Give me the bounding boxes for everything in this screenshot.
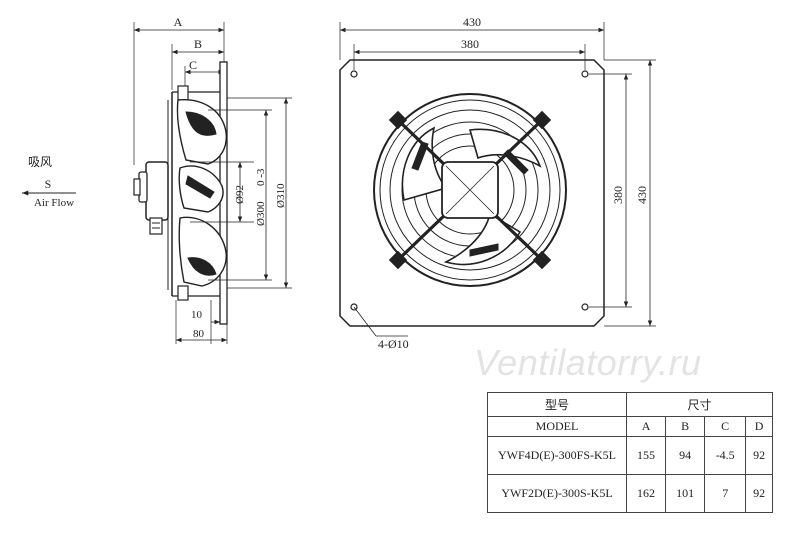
value-cell: 162 <box>625 474 667 513</box>
table-row: YWF2D(E)-300S-K5L 162 101 7 92 <box>487 474 773 513</box>
column-header-b: B <box>665 416 706 437</box>
size-header-cn: 尺寸 <box>626 392 773 417</box>
dim-d-label: Ø92 <box>234 185 246 204</box>
dim-height-outer-label: 430 <box>635 186 649 204</box>
model-cell: YWF2D(E)-300S-K5L <box>487 474 627 513</box>
column-header-a: A <box>625 416 667 437</box>
value-cell: 92 <box>745 436 773 475</box>
dim-a-label: A <box>174 15 183 29</box>
table-header-row: 型号 尺寸 <box>487 392 773 417</box>
model-header-en: MODEL <box>487 416 627 437</box>
side-view <box>22 22 292 344</box>
front-view-labels: 430 380 380 430 4-Ø10 <box>378 15 649 351</box>
front-view <box>339 22 656 337</box>
value-cell: 155 <box>625 436 667 475</box>
value-cell: 7 <box>704 474 747 513</box>
airflow-label-cn: 吸风 <box>28 155 52 169</box>
mounting-hole <box>581 70 589 78</box>
spec-table: 型号 尺寸 MODEL A B C D YWF4D(E)-300FS-K5L 1… <box>487 392 773 513</box>
dim-outer-label: Ø310 <box>275 183 287 208</box>
table-row: YWF4D(E)-300FS-K5L 155 94 -4.5 92 <box>487 436 773 475</box>
dim-b-label: B <box>194 37 202 51</box>
dim-bottom-10-label: 10 <box>191 309 203 321</box>
table-subheader-row: MODEL A B C D <box>487 416 773 437</box>
watermark-text: Ventilatorry.ru <box>474 342 702 383</box>
hole-note-label: 4-Ø10 <box>378 337 409 351</box>
value-cell: -4.5 <box>704 436 747 475</box>
dim-width-holes-label: 380 <box>461 37 479 51</box>
dim-width-outer-label: 430 <box>463 15 481 29</box>
dim-height-holes-label: 380 <box>611 186 625 204</box>
mounting-hole <box>350 303 358 311</box>
dim-c-label: C <box>189 58 197 72</box>
mounting-hole <box>581 303 589 311</box>
mounting-hole <box>350 70 358 78</box>
column-header-d: D <box>745 416 773 437</box>
dim-bore-tolerance: 0 -3 <box>255 168 267 186</box>
airflow-label-en: Air Flow <box>34 197 74 209</box>
model-cell: YWF4D(E)-300FS-K5L <box>487 436 627 475</box>
model-header-cn: 型号 <box>487 392 627 417</box>
value-cell: 92 <box>745 474 773 513</box>
airflow-label-s: S <box>45 177 52 191</box>
column-header-c: C <box>704 416 747 437</box>
side-view-labels: A B C Ø92 Ø300 0 -3 Ø310 10 80 吸风 S Air … <box>28 15 287 340</box>
dim-bottom-80-label: 80 <box>193 328 205 340</box>
value-cell: 94 <box>665 436 706 475</box>
value-cell: 101 <box>665 474 706 513</box>
dim-bore-label: Ø300 <box>255 201 267 226</box>
